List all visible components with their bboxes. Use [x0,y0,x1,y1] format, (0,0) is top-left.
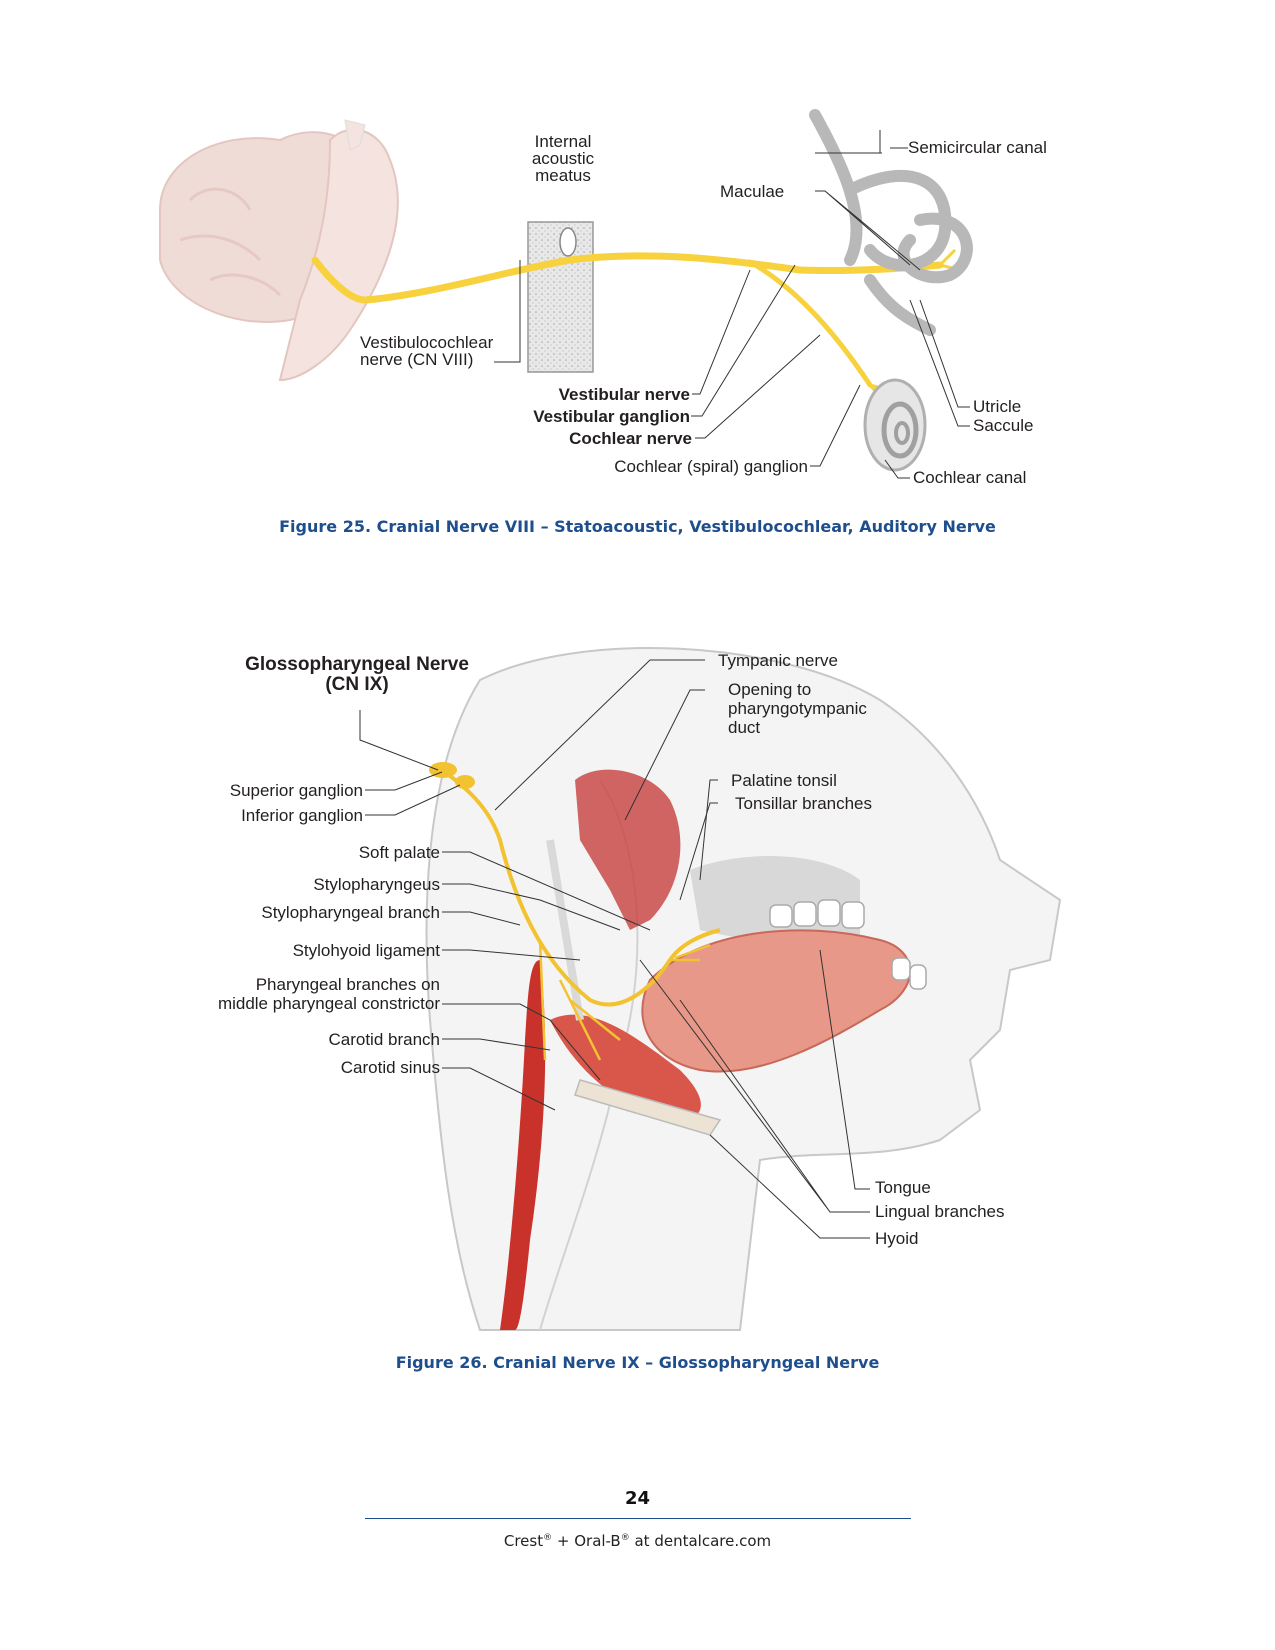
label-lingual-branches: Lingual branches [875,1202,1005,1221]
label-tonsillar-branches: Tonsillar branches [735,794,873,813]
cochlear-nerve-branch [747,259,873,388]
label-carotid-branch: Carotid branch [328,1030,440,1049]
figure-26-caption: Figure 26. Cranial Nerve IX – Glossophar… [395,1353,880,1372]
label-stylopharyngeus: Stylopharyngeus [313,875,440,894]
label-carotid-sinus: Carotid sinus [340,1058,440,1077]
cn8-nerve [311,252,944,304]
pharyngeal-muscle [550,1014,701,1120]
page-number: 24 [624,1488,651,1509]
label-superior-ganglion: Superior ganglion [229,781,363,800]
label-vestibulocochlear-nerve: Vestibulocochlear nerve (CN VIII) [360,333,494,369]
label-vestibular-ganglion: Vestibular ganglion [533,407,690,426]
cochlea-illustration [863,378,927,472]
label-tongue: Tongue [875,1178,931,1197]
label-stylohyoid-ligament: Stylohyoid ligament [292,941,440,960]
cn8-drawing [159,109,973,479]
label-internal-acoustic-meatus: Internal acoustic meatus [531,132,595,185]
label-utricle: Utricle [973,397,1022,416]
label-cochlear-nerve: Cochlear nerve [569,429,692,448]
label-stylopharyngeal-branch: Stylopharyngeal branch [261,903,440,922]
footer-text: Crest® + Oral-B® at dentalcare.com [0,1532,1275,1550]
label-inferior-ganglion: Inferior ganglion [241,806,363,825]
cn9-nerve [440,768,721,1007]
label-maculae: Maculae [720,182,785,201]
figure-26-illustration: Glossopharyngeal Nerve (CN IX) Tympanic … [180,640,1100,1400]
label-hyoid: Hyoid [875,1229,919,1248]
label-palatine-tonsil: Palatine tonsil [731,771,837,790]
label-cochlear-canal: Cochlear canal [913,468,1027,487]
label-cochlear-spiral-ganglion: Cochlear (spiral) ganglion [614,457,808,476]
footer-brand-oralb: + Oral-B [552,1532,621,1550]
label-glossopharyngeal-title: Glossopharyngeal Nerve (CN IX) [245,654,469,695]
figure-25-caption: Figure 25. Cranial Nerve VIII – Statoaco… [279,517,996,536]
cn9-drawing [359,646,1062,1331]
label-tympanic-nerve: Tympanic nerve [718,651,838,670]
nasopharynx-area [575,769,681,930]
tongue-illustration [641,929,911,1073]
label-soft-palate: Soft palate [358,843,440,862]
registered-mark-2: ® [620,1533,630,1543]
label-vestibular-nerve: Vestibular nerve [558,385,690,404]
footer-divider [365,1518,911,1519]
figure-25-illustration: Internal acoustic meatus Semicircular ca… [150,100,1130,520]
fig26-leader-lines [359,659,870,1239]
stylohyoid-ligament [546,839,584,1021]
footer-brand-crest: Crest [503,1532,544,1550]
label-pharyngeal-branches: Pharyngeal branches on middle pharyngeal… [217,975,440,1013]
registered-mark-1: ® [543,1533,553,1543]
label-semicircular-canal: Semicircular canal [908,138,1047,157]
fig25-leader-lines [494,130,970,479]
teeth-illustration [769,899,927,990]
label-saccule: Saccule [973,416,1034,435]
footer-site: at dentalcare.com [629,1532,772,1550]
label-opening-pharyngotympanic-duct: Opening to pharyngotympanic duct [728,680,867,737]
carotid-artery [500,960,546,1330]
oral-cavity [690,856,860,945]
brainstem-illustration [159,119,399,382]
